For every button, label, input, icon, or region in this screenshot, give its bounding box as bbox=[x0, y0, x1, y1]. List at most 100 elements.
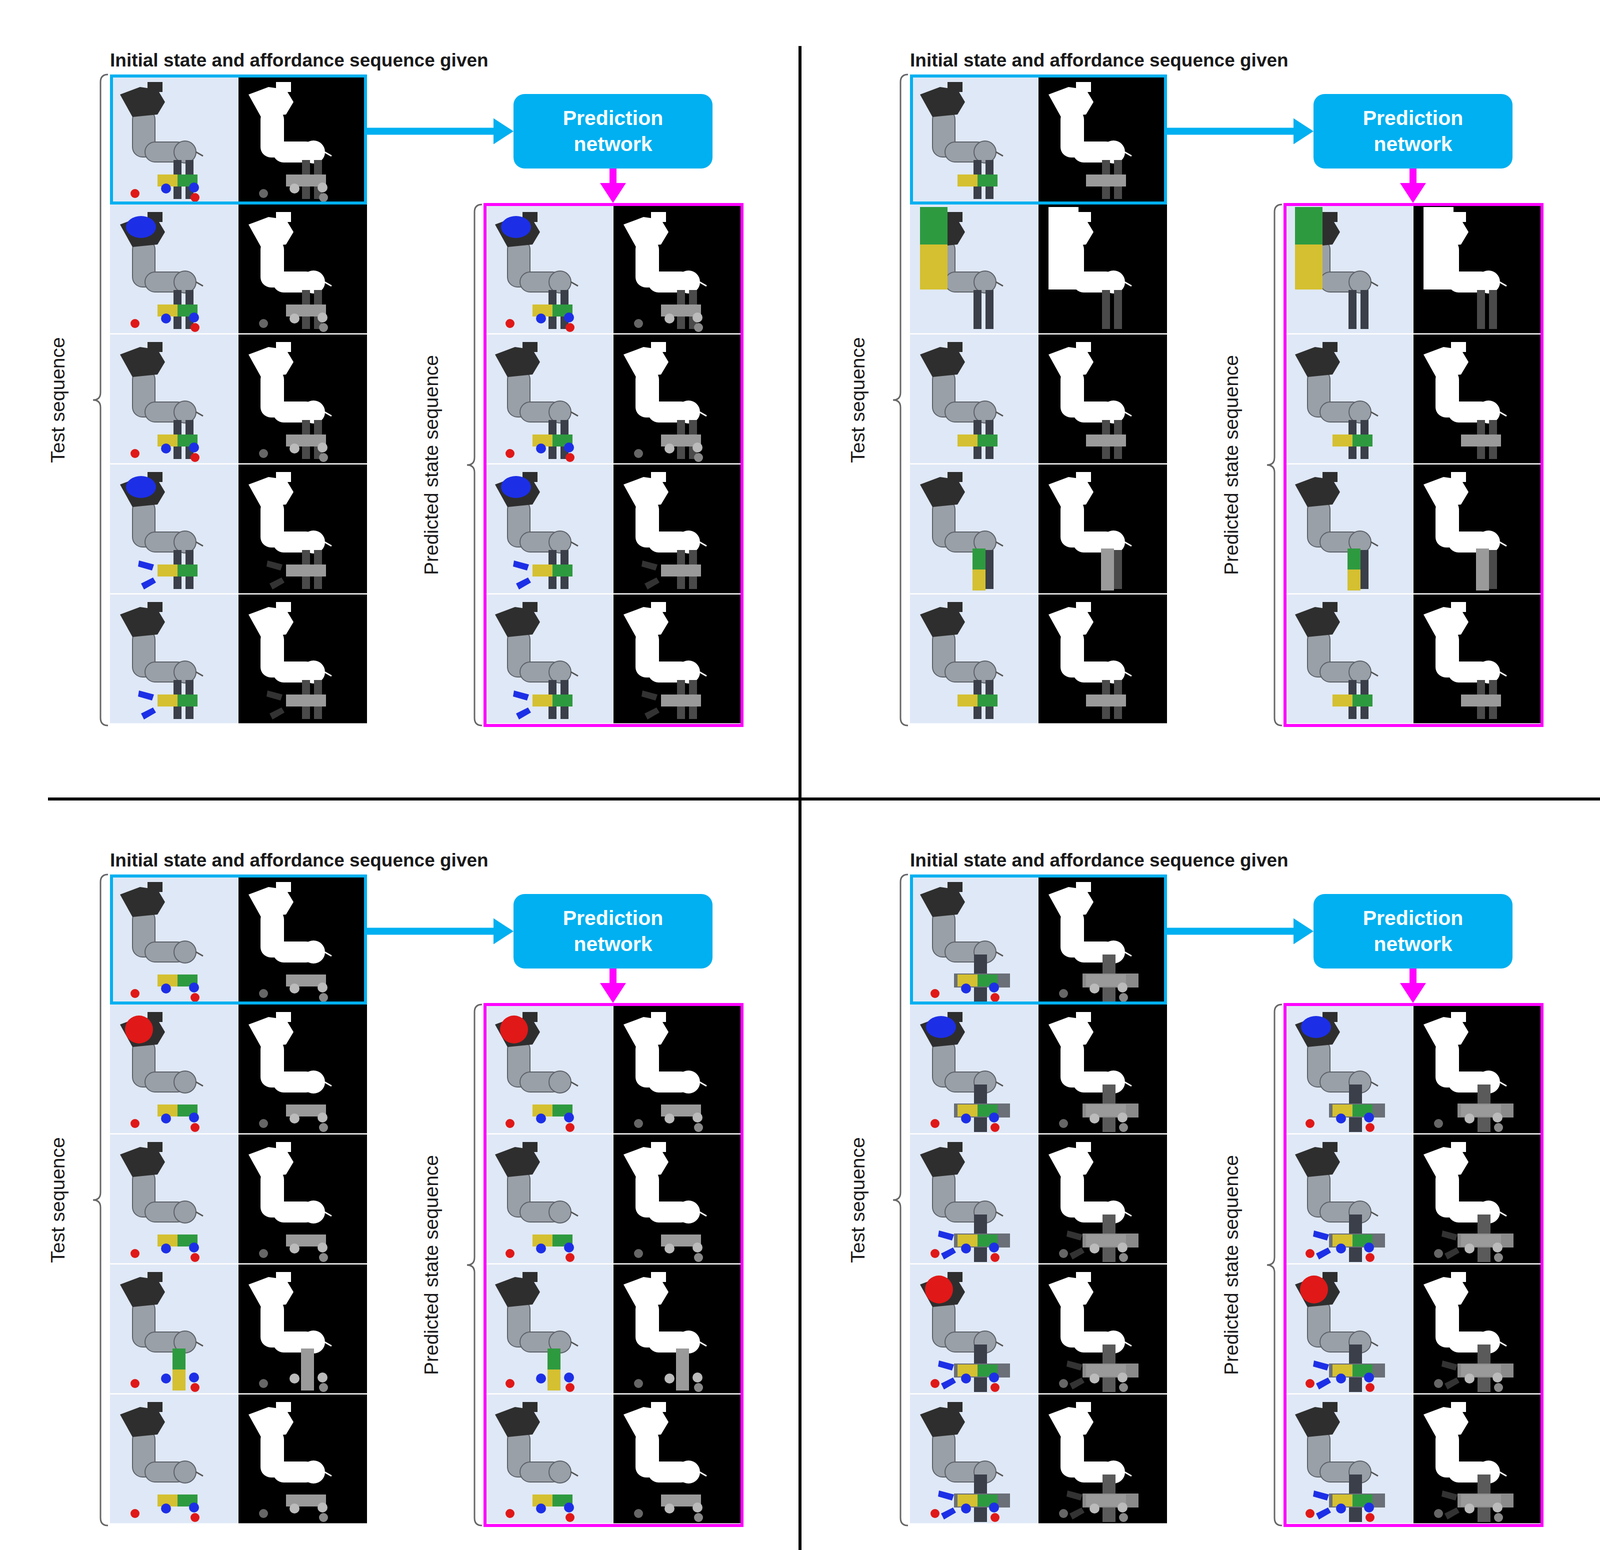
robot-arm bbox=[1423, 1142, 1507, 1223]
state-frame bbox=[1285, 1134, 1542, 1265]
scene-objects bbox=[501, 476, 573, 590]
input-frame: Initial state and affordance sequence gi… bbox=[910, 874, 1167, 1005]
robot-arm bbox=[1423, 472, 1507, 553]
state-frame bbox=[1285, 1394, 1542, 1525]
scene-objects bbox=[1101, 548, 1122, 591]
scene-objects bbox=[957, 680, 998, 719]
scene-objects bbox=[505, 1494, 575, 1522]
scene-objects bbox=[634, 290, 703, 332]
scene-objects bbox=[1461, 680, 1501, 719]
robot-arm bbox=[1295, 1012, 1378, 1093]
scene-objects bbox=[1434, 1214, 1514, 1262]
state-frame bbox=[910, 1004, 1167, 1135]
scene-objects bbox=[634, 1494, 703, 1522]
robot-arm bbox=[1048, 82, 1132, 163]
state-frame bbox=[910, 74, 1167, 205]
network-box: Prediction network bbox=[513, 94, 713, 169]
state-frame bbox=[485, 334, 742, 465]
panel-heading: Initial state and affordance sequence gi… bbox=[910, 49, 1289, 72]
prediction-frame: Predicted state sequence bbox=[1283, 1003, 1544, 1527]
scene-objects bbox=[130, 974, 200, 1002]
scene-objects bbox=[1059, 1214, 1139, 1262]
scene-objects bbox=[1461, 420, 1501, 459]
robot-arm bbox=[623, 1012, 707, 1093]
scene-objects bbox=[634, 1348, 703, 1392]
scene-objects bbox=[920, 207, 994, 329]
robot-arm bbox=[248, 602, 332, 683]
robot-arm bbox=[495, 1142, 578, 1223]
scene-objects bbox=[259, 1348, 328, 1392]
robot-arm bbox=[248, 1402, 332, 1483]
state-frame bbox=[485, 464, 742, 595]
state-frame bbox=[485, 1134, 742, 1265]
state-frame bbox=[110, 594, 367, 725]
robot-arm bbox=[120, 342, 203, 423]
robot-arm bbox=[1295, 1142, 1378, 1223]
scene-objects bbox=[501, 216, 575, 332]
robot-arm bbox=[1048, 602, 1132, 683]
robot-arm bbox=[1295, 342, 1378, 423]
robot-arm bbox=[120, 1142, 203, 1223]
scene-objects bbox=[634, 1104, 703, 1132]
scene-objects bbox=[259, 974, 328, 1002]
scene-objects bbox=[138, 680, 198, 720]
robot-arm bbox=[1423, 1402, 1507, 1483]
state-frame bbox=[485, 1004, 742, 1135]
flow-arrow bbox=[1167, 918, 1314, 945]
robot-arm bbox=[623, 1142, 707, 1223]
scene-objects bbox=[259, 160, 328, 202]
curly-brace bbox=[893, 74, 908, 726]
scene-objects bbox=[1086, 680, 1126, 719]
state-frame bbox=[910, 594, 1167, 725]
scene-objects bbox=[513, 680, 573, 720]
robot-arm bbox=[920, 1012, 1003, 1093]
robot-arm bbox=[120, 1012, 203, 1093]
robot-arm bbox=[1048, 1272, 1132, 1353]
scene-objects bbox=[259, 1104, 328, 1132]
flow-arrow bbox=[367, 118, 514, 145]
flow-arrow bbox=[600, 968, 626, 1003]
scene-objects bbox=[266, 680, 326, 720]
flow-arrow bbox=[1167, 118, 1314, 145]
robot-arm bbox=[1423, 342, 1507, 423]
scene-objects bbox=[1332, 680, 1373, 719]
scene-objects bbox=[259, 290, 328, 332]
scene-objects bbox=[1347, 548, 1369, 591]
robot-arm bbox=[1048, 1142, 1132, 1223]
state-frame bbox=[110, 1004, 367, 1135]
robot-arm bbox=[248, 82, 332, 163]
flow-arrow bbox=[1400, 968, 1426, 1003]
scene-objects bbox=[259, 1494, 328, 1522]
scene-objects bbox=[930, 1214, 1010, 1262]
state-frame bbox=[110, 1394, 367, 1525]
scene-objects bbox=[1305, 1214, 1385, 1262]
sequence-label: Predicted state sequence bbox=[420, 1155, 444, 1375]
scene-objects bbox=[1434, 1084, 1514, 1132]
robot-arm bbox=[120, 882, 203, 963]
robot-arm bbox=[120, 82, 203, 163]
scene-objects bbox=[1434, 1344, 1514, 1392]
robot-arm bbox=[623, 472, 707, 553]
robot-arm bbox=[120, 1402, 203, 1483]
curly-brace bbox=[93, 74, 108, 726]
robot-arm bbox=[120, 1272, 203, 1353]
scene-objects bbox=[1300, 1275, 1385, 1392]
scene-objects bbox=[972, 548, 994, 591]
prediction-frame: Predicted state sequence bbox=[483, 1003, 744, 1527]
scene-objects bbox=[634, 1234, 703, 1262]
robot-arm bbox=[920, 472, 1003, 553]
scene-objects bbox=[126, 216, 200, 332]
scene-objects bbox=[1059, 1084, 1139, 1132]
robot-arm bbox=[1048, 1402, 1132, 1483]
robot-arm bbox=[920, 602, 1003, 683]
state-frame bbox=[110, 74, 367, 205]
scene-objects bbox=[130, 160, 200, 202]
robot-arm bbox=[495, 1012, 578, 1093]
state-frame bbox=[910, 1394, 1167, 1525]
scene-objects bbox=[130, 1234, 200, 1262]
state-frame bbox=[1285, 1264, 1542, 1395]
curly-brace bbox=[1267, 1004, 1282, 1526]
flow-arrow bbox=[1400, 168, 1426, 203]
scene-objects bbox=[641, 680, 701, 720]
